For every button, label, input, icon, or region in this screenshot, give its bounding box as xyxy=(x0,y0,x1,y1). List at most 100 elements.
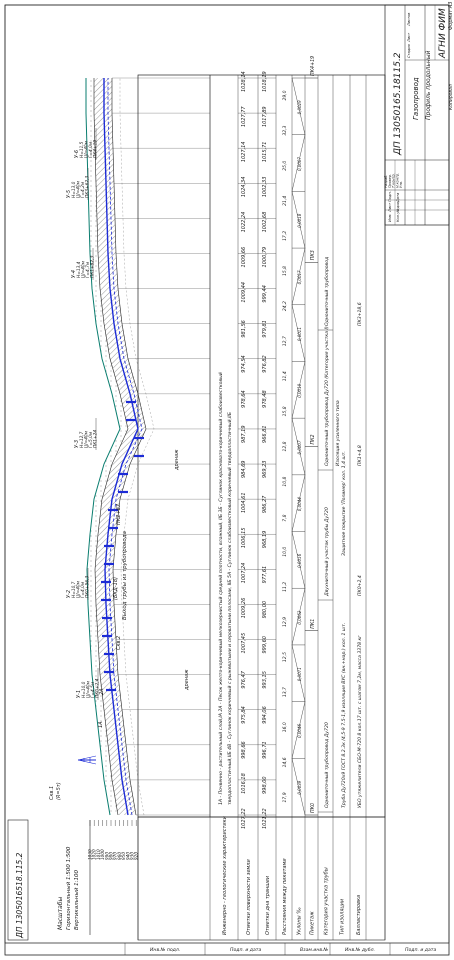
ground-elev-value: 1027,77 xyxy=(241,106,247,127)
ground-elev-value: 1009,66 xyxy=(241,247,247,268)
ground-elevations: 1027,221016,18998,66975,84976,471007,451… xyxy=(241,71,247,829)
stamp-copied: Копировал xyxy=(448,84,454,110)
isolation-text: Изоляция усиленного типа xyxy=(335,400,341,466)
trench-elev-value: 1002,68 xyxy=(262,212,268,233)
elev-tick-label: 980 xyxy=(109,852,114,860)
elev-tick-label: 990 xyxy=(104,852,109,860)
profile-table: Инженерно - геологические характеристики… xyxy=(137,56,386,941)
trench-elev-value: 999,60 xyxy=(262,636,268,654)
stamp-sheet-cell: Лист xyxy=(407,32,411,43)
category-row: Однониточный трубопровод Ду720Двухниточн… xyxy=(318,257,333,813)
slope-value: 0,0007 xyxy=(297,440,302,454)
isolation-row: Труба Ду720x9 ГОСТ 8.2.3к /4,5-9 7.5-1,9… xyxy=(335,400,347,808)
row-label: Инженерно - геологические характеристики xyxy=(222,815,228,935)
bottom-mark: Подп. и дата xyxy=(405,947,436,953)
scale-horizontal: Горизонтальный 1:500 1:500 xyxy=(66,846,72,930)
ann-2a: 2А xyxy=(99,688,105,695)
distance-value: 10,0 xyxy=(282,547,288,557)
distance-value: 11,4 xyxy=(282,371,288,381)
trench-elev-value: 980,00 xyxy=(262,601,268,619)
callout-line: Ш=40м xyxy=(76,580,82,598)
callout-line: Н=13,4 xyxy=(76,261,82,278)
ground-elev-value: 984,69 xyxy=(241,461,247,479)
callout-line: ПК0+2,4 xyxy=(95,678,101,698)
trench-elev-value: 1015,71 xyxy=(262,142,268,163)
row-label: Отметки поверхности земли xyxy=(246,859,252,935)
distance-value: 11,2 xyxy=(282,582,288,592)
slope-value: 0,0062 xyxy=(297,610,302,624)
elev-tick-label: 950 xyxy=(121,852,126,860)
trench-bottom-line xyxy=(111,78,147,816)
trench-elev-value: 1002,33 xyxy=(262,177,268,198)
slope-value: 0,0017 xyxy=(297,270,302,284)
category-text: Однониточный трубопровод Ду720 xyxy=(324,722,330,808)
picket-value: ПК0 xyxy=(310,803,316,813)
ground-elev-value: 987,19 xyxy=(241,425,247,443)
distances: 17,914,616,013,712,512,911,210,07,810,81… xyxy=(282,90,288,802)
ballast-text: ПК1+4,8 xyxy=(357,445,363,466)
stamp-sheet-cell: Стадия xyxy=(407,43,411,58)
trench-elev-value: 969,23 xyxy=(262,461,268,479)
callout-line: ПК1+82,3 xyxy=(90,256,96,278)
pipe-axis-line xyxy=(103,78,139,816)
ground-surface-line xyxy=(85,78,121,816)
ground-elev-value: 974,54 xyxy=(241,355,247,373)
distance-value: 32,3 xyxy=(282,125,288,135)
bottom-mark: Подп. и дата xyxy=(230,947,261,953)
distance-value: 12,9 xyxy=(282,617,288,627)
tower-icon xyxy=(77,755,97,765)
stamp-row-label: Дата xyxy=(396,193,400,203)
callout-line: Г=4,0м xyxy=(80,581,86,598)
side-code-box: ДП 1305016518.115.2 xyxy=(7,819,29,941)
geology-legend: 1А - Почвенно - растительный слой,IА 2А … xyxy=(218,372,233,805)
distance-value: 14,6 xyxy=(282,757,288,767)
scale-title: Масштабы xyxy=(57,896,64,930)
ground-elev-value: 1007,45 xyxy=(241,633,247,654)
stamp-doc-code: ДП 13050165.18115.2 xyxy=(393,52,403,156)
stamp-sheet-cell: Листов xyxy=(407,13,411,27)
ground-elev-value: 978,64 xyxy=(241,390,247,408)
distance-value: 21,4 xyxy=(282,196,288,206)
elev-tick-label: 1020 xyxy=(92,849,97,860)
distance-value: 29,0 xyxy=(282,90,288,100)
elev-tick-label: 960 xyxy=(117,852,122,860)
stamp-row-label: Лист xyxy=(388,202,392,213)
stamp-role: Разраб. xyxy=(384,175,388,188)
ann-deep1: дренаж xyxy=(184,669,190,691)
callout-line: Г=4,5м xyxy=(90,681,96,698)
slope-value: 0,0044 xyxy=(297,497,302,511)
topsoil-band xyxy=(86,78,128,815)
callout-line: ПК1+24 xyxy=(93,430,99,448)
ground-elev-value: 1009,44 xyxy=(241,282,247,303)
stamp-role: Провер. xyxy=(388,174,392,188)
stamp-object: Газопровод xyxy=(412,77,420,120)
ground-elev-value: 1009,26 xyxy=(241,598,247,619)
stamp-role: Т.контр. xyxy=(392,173,396,188)
side-doc-code: ДП 1305016518.115.2 xyxy=(15,852,24,939)
ground-elev-value: 981,56 xyxy=(241,320,247,338)
distance-value: 25,0 xyxy=(282,161,288,171)
ground-elev-value: 1004,61 xyxy=(241,492,247,513)
distance-value: 7,8 xyxy=(282,514,288,521)
stamp-role: Н.контр. xyxy=(395,173,399,188)
trench-elev-value: 978,48 xyxy=(262,390,268,408)
ann-deep2: дренаж xyxy=(174,449,180,471)
trench-elev-value: 996,71 xyxy=(262,741,268,759)
distance-value: 13,7 xyxy=(282,687,288,697)
distance-value: 12,5 xyxy=(282,652,288,662)
ann-river-exit: Выход трубы из трубопровода xyxy=(122,530,128,620)
callout-line: Г=4,7м xyxy=(85,261,91,278)
ballast-text: УБО утяжелители СБО-М-720 8 кол.17 шт. с… xyxy=(357,635,363,808)
callout-title: У-2 xyxy=(66,590,72,598)
trench-elev-value: 976,82 xyxy=(262,355,268,373)
picket-value: ПК4+19 xyxy=(310,56,316,76)
ground-elev-value: 1027,14 xyxy=(241,142,247,163)
callout-line: Н=10,0 xyxy=(81,681,87,698)
